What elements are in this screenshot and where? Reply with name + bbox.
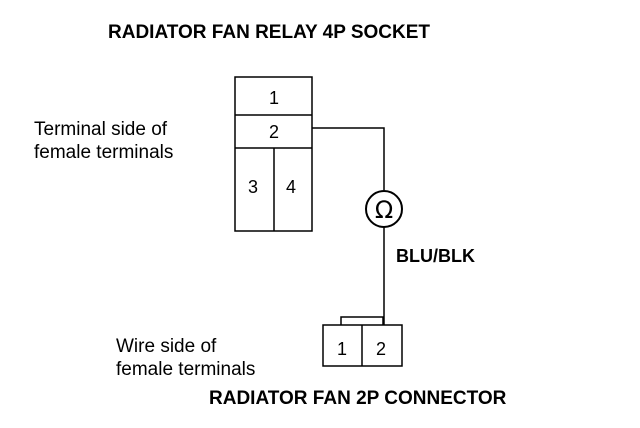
- relay-terminal-4: 4: [286, 177, 296, 197]
- relay-socket-side-label-line1: Terminal side of: [34, 119, 168, 140]
- probe-wire-upper: [312, 127, 385, 190]
- connector-lock-tab: [340, 316, 384, 325]
- fan-connector-title: RADIATOR FAN 2P CONNECTOR: [209, 388, 507, 409]
- fan-2p-connector: [322, 316, 403, 367]
- relay-terminal-2: 2: [269, 122, 279, 142]
- ohm-symbol: Ω: [375, 196, 393, 224]
- relay-terminal-1: 1: [269, 88, 279, 108]
- wire-color-label: BLU/BLK: [396, 246, 475, 266]
- relay-4p-socket: [234, 76, 313, 232]
- fan-connector-side-label-line2: female terminals: [116, 359, 255, 380]
- fan-connector-terminal-2: 2: [376, 339, 386, 359]
- relay-socket-side-label-line2: female terminals: [34, 142, 173, 163]
- fan-connector-terminal-1: 1: [337, 339, 347, 359]
- ohmmeter-icon: Ω: [365, 190, 403, 228]
- relay-terminal-3: 3: [248, 177, 258, 197]
- relay-socket-title: RADIATOR FAN RELAY 4P SOCKET: [108, 22, 430, 43]
- fan-connector-side-label-line1: Wire side of: [116, 336, 217, 357]
